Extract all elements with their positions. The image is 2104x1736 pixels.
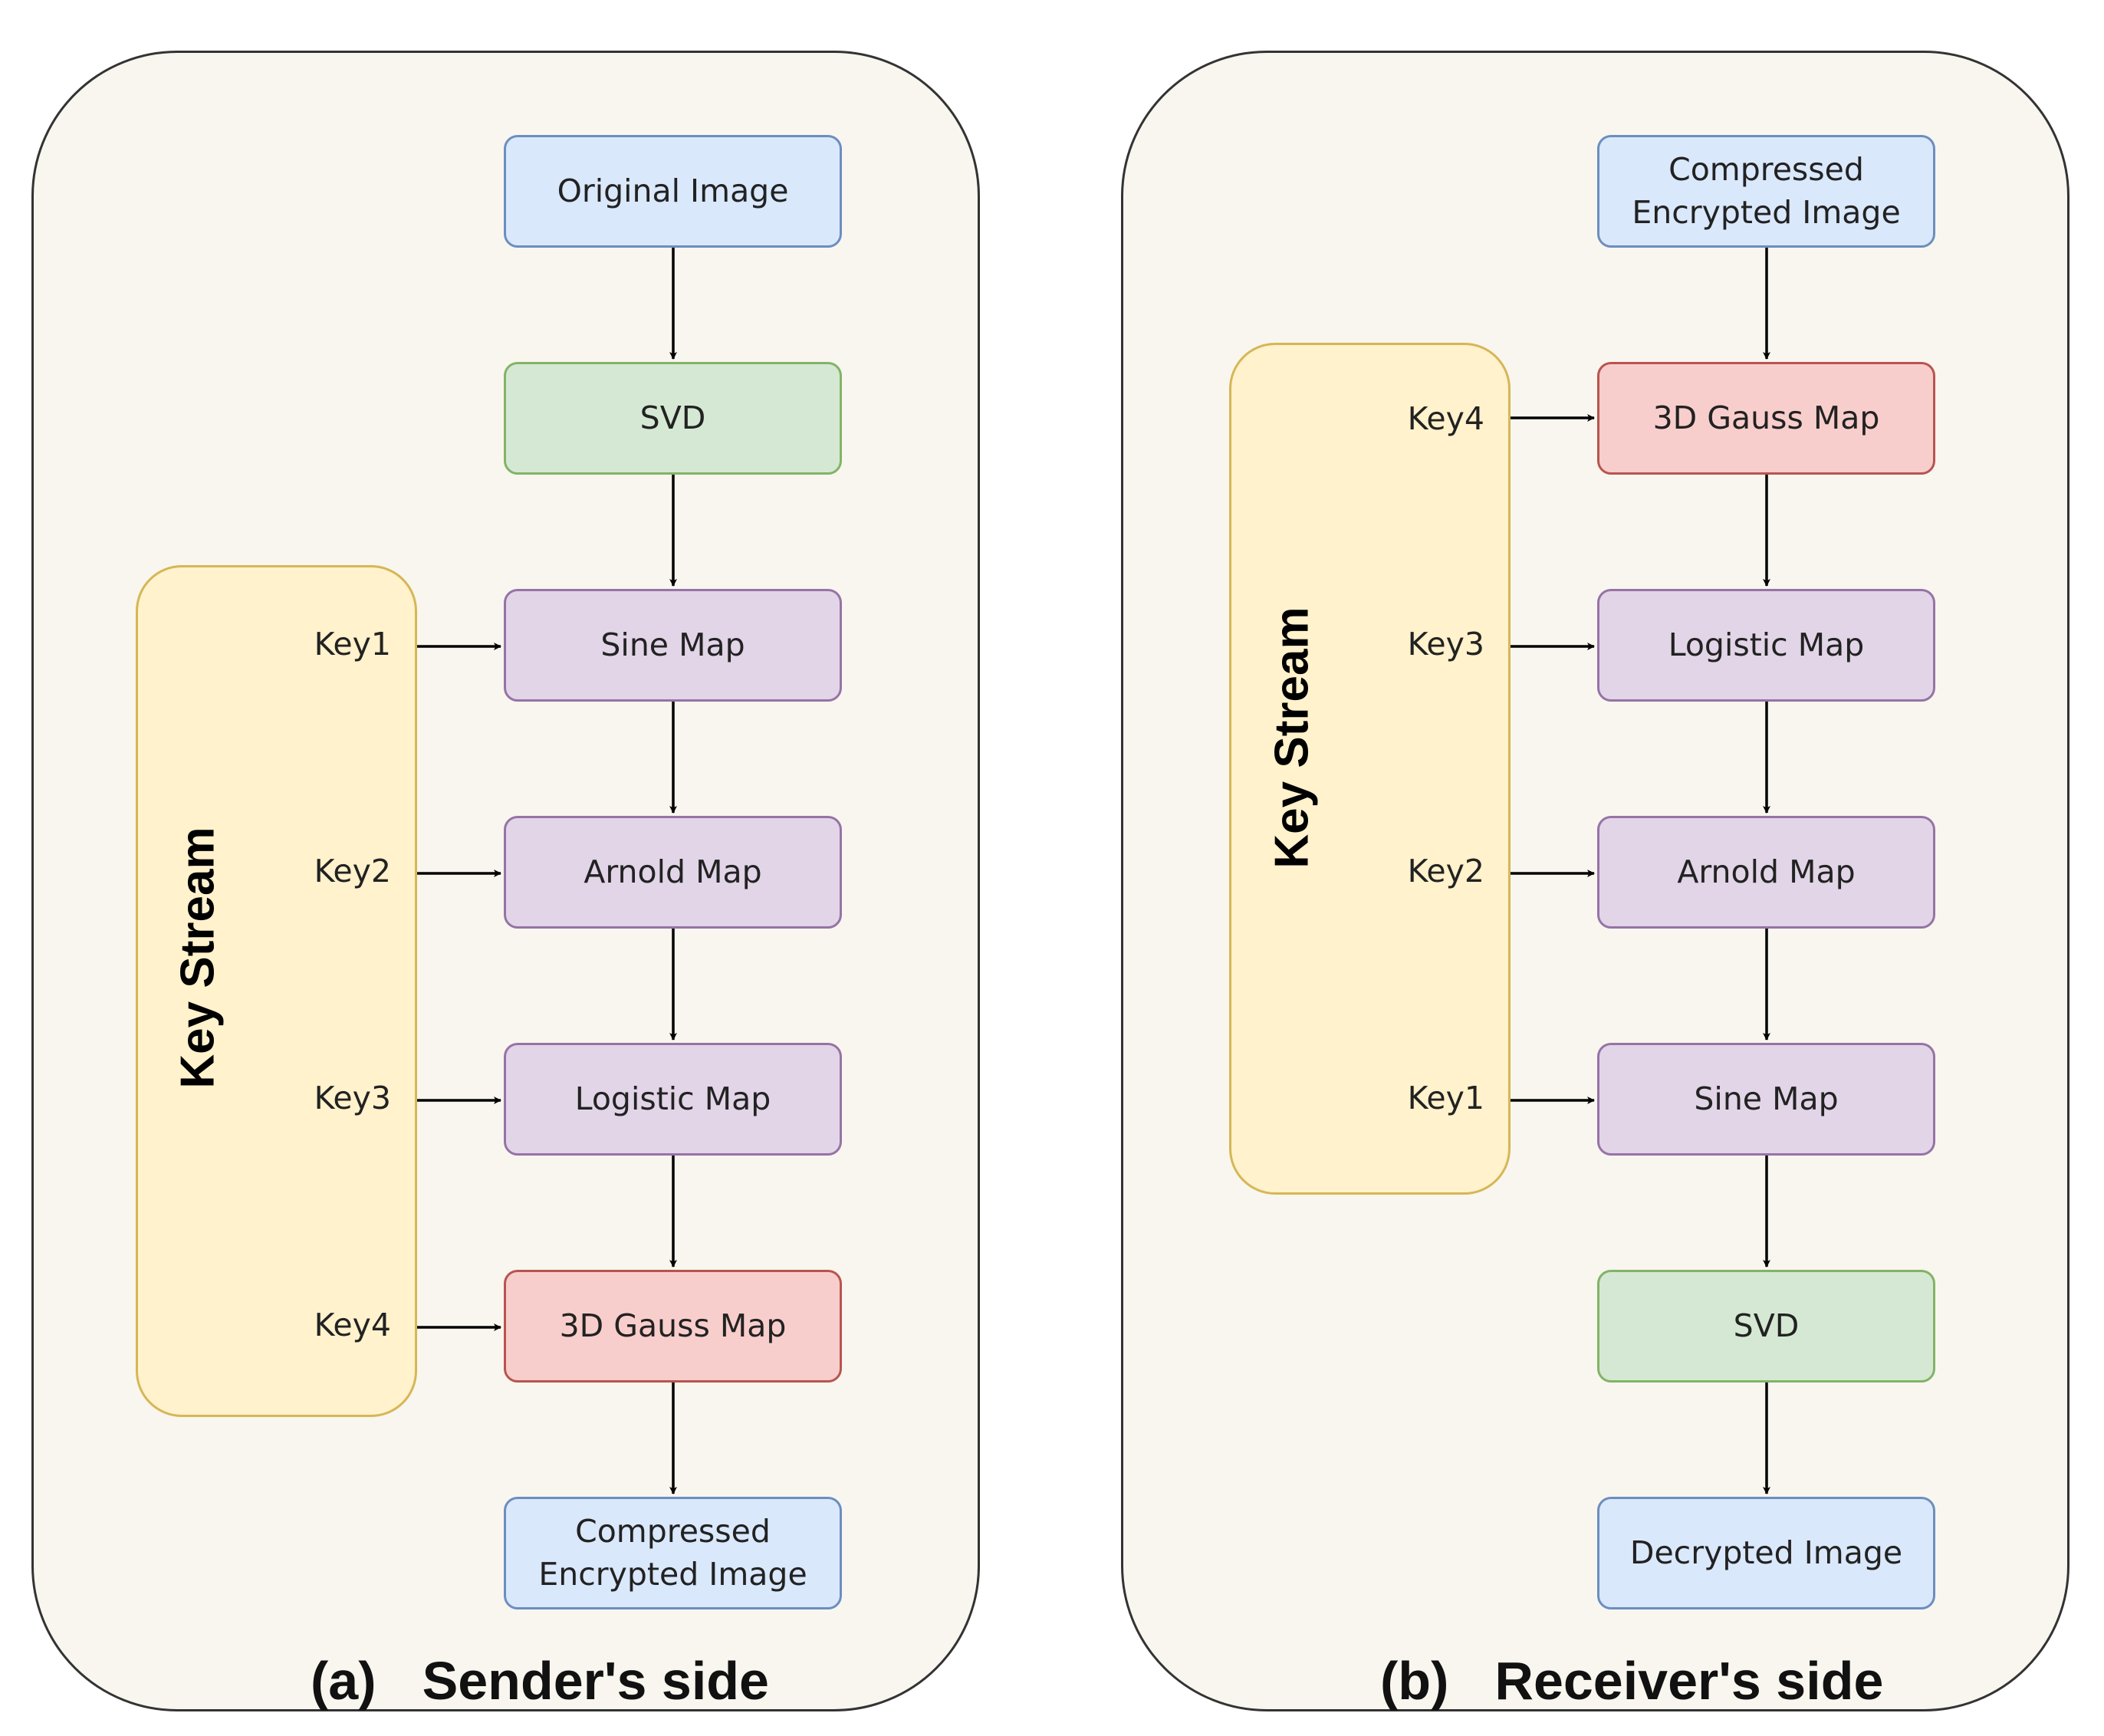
sender-key4-label: Key4 — [314, 1307, 391, 1343]
sender-caption: (a) Sender's side — [311, 1650, 769, 1711]
receiver-key2-label: Key2 — [1407, 853, 1484, 889]
receiver-decrypted-image-node: Decrypted Image — [1597, 1497, 1935, 1609]
sender-svd-node: SVD — [504, 362, 842, 475]
receiver-gauss-map-node: 3D Gauss Map — [1597, 362, 1935, 475]
receiver-svd-node: SVD — [1597, 1270, 1935, 1383]
sender-compressed-encrypted-node: Compressed Encrypted Image — [504, 1497, 842, 1609]
receiver-caption-tag: (b) — [1380, 1651, 1449, 1711]
sender-original-image-node: Original Image — [504, 135, 842, 248]
receiver-sine-map-node: Sine Map — [1597, 1043, 1935, 1156]
sender-key3-label: Key3 — [314, 1080, 391, 1116]
receiver-caption-text: Receiver's side — [1494, 1651, 1884, 1711]
sender-logistic-map-node: Logistic Map — [504, 1043, 842, 1156]
receiver-key1-label: Key1 — [1407, 1080, 1484, 1116]
receiver-compressed-encrypted-node: Compressed Encrypted Image — [1597, 135, 1935, 248]
sender-key2-label: Key2 — [314, 853, 391, 889]
sender-caption-text: Sender's side — [422, 1651, 769, 1711]
receiver-keystream-box — [1229, 343, 1511, 1195]
receiver-caption: (b) Receiver's side — [1380, 1650, 1883, 1711]
sender-key1-label: Key1 — [314, 626, 391, 663]
sender-keystream-box — [136, 565, 417, 1417]
sender-caption-tag: (a) — [311, 1651, 376, 1711]
sender-gauss-map-node: 3D Gauss Map — [504, 1270, 842, 1383]
receiver-key3-label: Key3 — [1407, 626, 1484, 663]
receiver-arnold-map-node: Arnold Map — [1597, 816, 1935, 929]
receiver-logistic-map-node: Logistic Map — [1597, 589, 1935, 702]
sender-arnold-map-node: Arnold Map — [504, 816, 842, 929]
sender-sine-map-node: Sine Map — [504, 589, 842, 702]
receiver-key4-label: Key4 — [1407, 400, 1484, 437]
